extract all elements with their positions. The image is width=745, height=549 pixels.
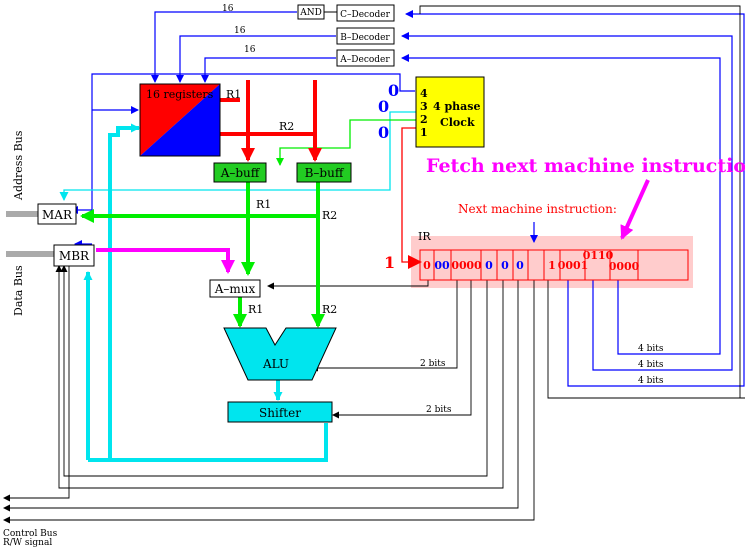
- figure-subtitle: Next machine instruction:: [458, 202, 617, 216]
- ir-field: 0: [423, 259, 431, 272]
- alu-r1-label: R1: [248, 303, 263, 316]
- b-buff: [296, 162, 352, 183]
- a-buff-label: A–buff: [220, 166, 261, 180]
- ir-field: 0001: [558, 259, 589, 272]
- b-buff-label: B–buff: [305, 166, 345, 180]
- clock-label-2: Clock: [440, 116, 475, 129]
- ir-dividers: [433, 250, 639, 280]
- clock-box: [415, 76, 485, 148]
- red-paths: [220, 80, 322, 162]
- a-decoder-bits-label: 4 bits: [638, 344, 664, 354]
- clock-phase-4: 4: [420, 87, 428, 100]
- rw-signal-label: R/W signal: [3, 538, 52, 548]
- ir-register: [419, 249, 689, 281]
- ir-fields: 0 00 00 00 0 0 0 1 0001 0110 0000: [423, 249, 639, 273]
- b-decoder-label: B–Decoder: [340, 33, 390, 43]
- cyan-paths: [83, 123, 328, 462]
- ir-field: 00: [466, 259, 482, 272]
- decoder-wires: [70, 10, 745, 387]
- register-r1-label: R1: [226, 88, 241, 101]
- alu-bits-label: 2 bits: [420, 359, 446, 369]
- clock-phase-3: 3: [420, 100, 428, 113]
- alu-label: ALU: [262, 357, 289, 371]
- shifter-bits-label: 2 bits: [426, 405, 452, 415]
- register-file-label: 16 registers: [146, 88, 214, 101]
- mar-label: MAR: [42, 208, 73, 222]
- and-gate-label: AND: [299, 8, 322, 18]
- ir-field: 0: [485, 259, 493, 272]
- c-decoder: [336, 4, 395, 22]
- shifter-label: Shifter: [259, 406, 301, 420]
- ir-field: 0110: [583, 249, 614, 262]
- b-decoder: [336, 27, 395, 45]
- c-width-label: 16: [222, 4, 234, 14]
- c-decoder-bits-label: 4 bits: [638, 376, 664, 386]
- clock-label-1: 4 phase: [433, 100, 481, 113]
- a-mux: [209, 279, 261, 298]
- b-decoder-bits-label: 4 bits: [638, 360, 664, 370]
- a-buff: [213, 162, 267, 183]
- ir-field: 00: [451, 259, 467, 272]
- register-file: [139, 83, 221, 157]
- ir-field: 1: [548, 259, 556, 272]
- a-decoder-label: A–Decoder: [339, 55, 390, 65]
- figure-title: Fetch next machine instruction: [426, 155, 745, 177]
- bus-r2-label: R2: [322, 209, 337, 222]
- green-paths: [80, 182, 325, 328]
- clock-value-1: 0: [378, 123, 389, 142]
- green-clock-wire: [276, 119, 418, 166]
- control-wires: [3, 5, 745, 524]
- mbr: [53, 244, 95, 267]
- control-bus-label: Control Bus: [3, 529, 58, 539]
- cyan-mar-wire: [59, 111, 418, 201]
- register-r2-label: R2: [279, 120, 294, 133]
- mar: [37, 203, 77, 225]
- clock-value-4: 0: [388, 81, 399, 100]
- b-width-label: 16: [234, 26, 246, 36]
- address-bus-stub: [6, 211, 38, 217]
- clock-value-3: 0: [378, 97, 389, 116]
- magenta-path: [96, 248, 235, 274]
- red-clock-wire: [401, 127, 422, 269]
- c-decoder-label: C–Decoder: [340, 10, 390, 20]
- shifter: [227, 401, 333, 423]
- alu: [223, 327, 337, 381]
- clock-phase-1: 1: [420, 126, 428, 139]
- ir-input-bit: 1: [384, 253, 395, 272]
- ir-field: 0000: [609, 260, 640, 273]
- bus-r1-label: R1: [256, 198, 271, 211]
- ir-background: [411, 236, 693, 288]
- a-width-label: 16: [244, 45, 256, 55]
- address-bus-label: Address Bus: [12, 130, 25, 201]
- clock-phase-2: 2: [420, 113, 428, 126]
- ir-field: 00: [434, 259, 450, 272]
- a-mux-label: A–mux: [214, 282, 256, 296]
- alu-r2-label: R2: [322, 303, 337, 316]
- mbr-label: MBR: [59, 249, 90, 263]
- ir-label: IR: [418, 230, 431, 243]
- ir-field: 0: [516, 259, 524, 272]
- a-decoder: [336, 49, 395, 67]
- ir-field: 0: [501, 259, 509, 272]
- data-bus-label: Data Bus: [12, 265, 25, 316]
- title-arrow: [620, 179, 650, 240]
- data-bus-stub: [6, 251, 54, 257]
